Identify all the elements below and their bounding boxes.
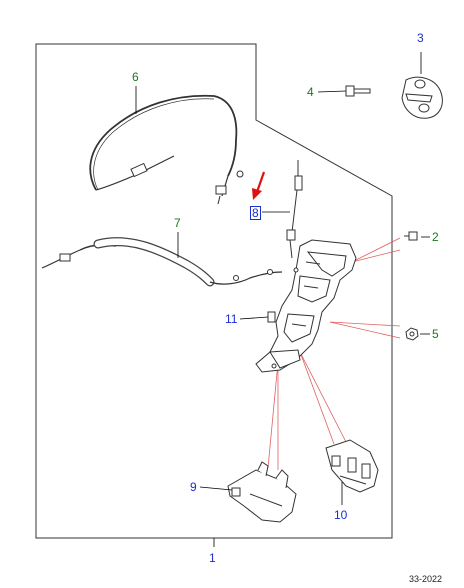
callout-5[interactable]: 5: [432, 327, 439, 341]
callout-6[interactable]: 6: [132, 70, 139, 84]
release-cable-lower: [41, 237, 283, 287]
lock-rod: [286, 160, 303, 259]
screw-part: [404, 231, 418, 241]
callout-9[interactable]: 9: [190, 480, 197, 494]
explode-lines: [267, 237, 401, 470]
callout-7[interactable]: 7: [174, 216, 181, 230]
nut-part: [405, 327, 419, 341]
callout-10[interactable]: 10: [334, 508, 348, 522]
callout-8[interactable]: 8: [250, 206, 261, 220]
cover-part: [325, 439, 379, 493]
clip-part: [267, 311, 276, 323]
callout-2[interactable]: 2: [432, 230, 439, 244]
bracket-part: [227, 461, 297, 523]
callout-3[interactable]: 3: [417, 31, 424, 45]
reference-code: 33-2022: [408, 574, 442, 584]
bolt-part: [345, 85, 371, 97]
assembly-frame: [35, 43, 393, 539]
door-latch-assembly: [255, 239, 357, 373]
leader-lines: [135, 52, 430, 547]
callout-11[interactable]: 11: [225, 312, 238, 326]
striker-plate: [401, 76, 443, 119]
red-arrow-icon: [252, 171, 266, 200]
callout-4[interactable]: 4: [307, 85, 314, 99]
callout-1[interactable]: 1: [209, 551, 216, 565]
release-cable-upper: [89, 94, 244, 205]
